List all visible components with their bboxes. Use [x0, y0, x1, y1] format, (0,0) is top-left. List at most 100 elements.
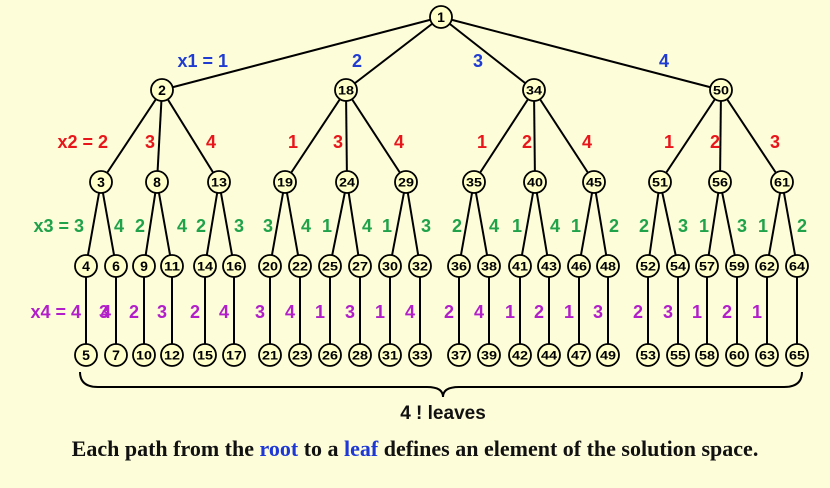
node-label: 52	[640, 259, 656, 273]
tree-node: 60	[725, 343, 749, 367]
tree-edge	[204, 181, 220, 267]
tree-node: 25	[318, 254, 342, 278]
tree-node: 46	[567, 254, 591, 278]
edge-label: 4	[301, 216, 311, 236]
tree-edge	[533, 89, 595, 183]
tree-node: 56	[708, 170, 732, 194]
node-label: 40	[527, 175, 543, 189]
tree-node: 4	[74, 254, 98, 278]
tree-edge	[156, 181, 173, 267]
tree-node: 11	[160, 254, 184, 278]
edge-label: 3	[333, 132, 343, 152]
node-label: 28	[352, 348, 368, 362]
node-label: 13	[211, 175, 227, 189]
node-label: 43	[541, 259, 557, 273]
tree-node: 59	[725, 254, 749, 278]
tree-edge	[161, 89, 220, 183]
caption-part3: defines an element of the solution space…	[378, 436, 759, 461]
node-label: 33	[412, 348, 428, 362]
tree-node: 51	[648, 170, 672, 194]
tree-node: 2	[150, 78, 174, 102]
tree-edge	[533, 89, 536, 183]
tree-node: 6	[104, 254, 128, 278]
leaves-label: 4 ! leaves	[400, 403, 486, 424]
edge-label: 3	[345, 302, 355, 322]
tree-node: 13	[207, 170, 231, 194]
tree-node: 30	[378, 254, 402, 278]
edge-label: 2	[129, 302, 139, 322]
node-label: 22	[292, 259, 308, 273]
node-label: 7	[112, 347, 120, 363]
node-label: 17	[226, 348, 242, 362]
edge-label: 3	[99, 302, 109, 322]
node-label: 41	[512, 259, 528, 273]
tree-node: 5	[74, 343, 98, 367]
node-label: 15	[197, 348, 213, 362]
edge-label: 3	[663, 302, 673, 322]
node-label: 37	[451, 348, 467, 362]
node-label: 14	[197, 259, 213, 273]
edge-label: 3	[157, 302, 167, 322]
node-label: 19	[277, 175, 293, 189]
edge-label: 3	[593, 302, 603, 322]
node-label: 8	[153, 174, 161, 190]
tree-node: 29	[394, 170, 418, 194]
node-label: 9	[140, 258, 148, 274]
edge-label: 1	[664, 132, 674, 152]
edge-label: 1	[288, 132, 298, 152]
tree-node: 52	[636, 254, 660, 278]
tree-node: 37	[447, 343, 471, 367]
tree-edge	[100, 89, 163, 183]
tree-edge	[719, 181, 738, 267]
node-label: 59	[729, 259, 745, 273]
edge-label: 2	[609, 216, 619, 236]
tree-node: 23	[288, 343, 312, 367]
tree-edge	[440, 16, 722, 91]
tree-node: 3	[89, 170, 113, 194]
edge-label: 2	[352, 51, 362, 71]
edge-label: 4	[177, 216, 187, 236]
tree-node: 58	[695, 343, 719, 367]
tree-edge	[405, 181, 421, 267]
edge-label: 1	[752, 302, 762, 322]
tree-edge	[766, 181, 783, 267]
tree-edge	[284, 89, 347, 183]
tree-node: 44	[537, 343, 561, 367]
node-label: 60	[729, 348, 745, 362]
node-label: 48	[600, 259, 616, 273]
edge-label: 3	[473, 51, 483, 71]
tree-node: 15	[193, 343, 217, 367]
edge-label: 1	[382, 216, 392, 236]
tree-node: 19	[273, 170, 297, 194]
edge-label: 2	[534, 302, 544, 322]
tree-node: 22	[288, 254, 312, 278]
tree-node: 41	[508, 254, 532, 278]
tree-node: 57	[695, 254, 719, 278]
edge-label: 2	[452, 216, 462, 236]
tree-node: 32	[408, 254, 432, 278]
tree-edge	[473, 89, 535, 183]
caption-part2: to a	[298, 436, 345, 461]
tree-node: 16	[222, 254, 246, 278]
node-label: 46	[571, 259, 587, 273]
node-label: 5	[82, 347, 90, 363]
node-label: 25	[322, 259, 338, 273]
node-label: 6	[112, 258, 120, 274]
tree-edge	[720, 89, 783, 183]
node-label: 26	[322, 348, 338, 362]
edge-label: 4	[582, 132, 592, 152]
tree-node: 55	[666, 343, 690, 367]
edge-label: 4	[394, 132, 404, 152]
leaves-brace	[79, 371, 803, 398]
tree-node: 61	[770, 170, 794, 194]
node-label: 64	[789, 259, 805, 273]
tree-edge	[519, 181, 536, 267]
node-label: 12	[164, 348, 180, 362]
edge-label: 2	[710, 132, 720, 152]
tree-edge	[345, 16, 442, 91]
edge-label: 1	[477, 132, 487, 152]
edge-label: x4 = 4	[30, 302, 81, 322]
edge-label: 3	[678, 216, 688, 236]
node-label: 11	[164, 259, 180, 273]
